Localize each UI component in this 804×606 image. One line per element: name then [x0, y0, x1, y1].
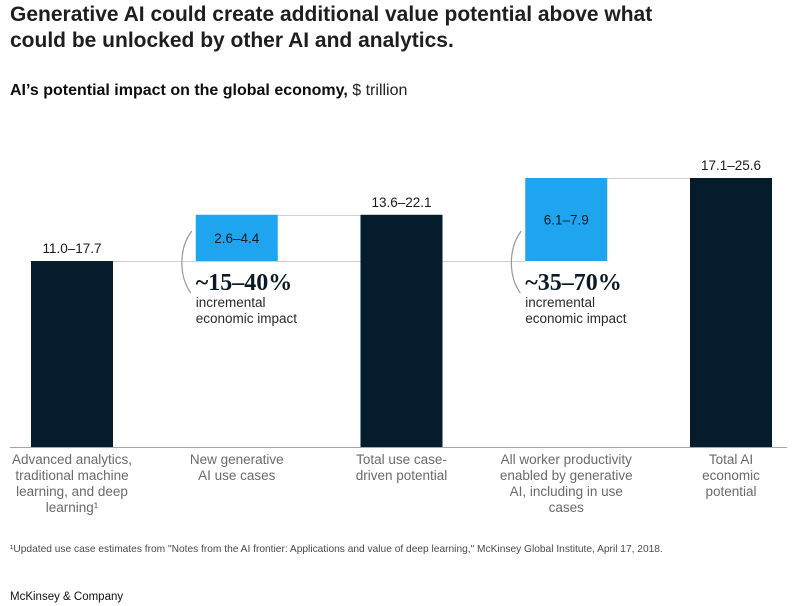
annotation-bracket [181, 230, 193, 294]
footnote: ¹Updated use case estimates from "Notes … [10, 544, 663, 555]
headline: Generative AI could create additional va… [10, 3, 653, 52]
total-bar [31, 261, 113, 447]
category-label: Advanced analytics, traditional machine … [11, 452, 133, 515]
total-bar [690, 178, 772, 447]
impact-annotation: ~35–70%incremental economic impact [525, 271, 645, 327]
impact-description: incremental economic impact [195, 295, 298, 326]
total-bar [360, 214, 443, 447]
unit-label: $ trillion [352, 82, 408, 99]
chart-title: AI’s potential impact on the global econ… [10, 82, 348, 99]
annotation-bracket [510, 230, 522, 294]
brand-name: McKinsey & Company [10, 591, 124, 603]
annotation-brackets [181, 230, 522, 294]
impact-percentage: ~15–40% [195, 270, 293, 296]
value-labels: 11.0–17.7 2.6–4.4 13.6–22.1 6.1–7.9 17.1–25.… [42, 158, 761, 256]
chart-subtitle: AI’s potential impact on the global econ… [10, 81, 407, 101]
value-label: 17.1–25.6 [701, 158, 761, 173]
category-label: Total use case-driven potential [355, 452, 448, 483]
value-label: 13.6–22.1 [371, 195, 431, 210]
impact-description: incremental economic impact [525, 295, 627, 326]
value-label: 2.6–4.4 [214, 231, 260, 246]
value-label: 11.0–17.7 [42, 241, 101, 256]
category-label: New generative AI use cases [189, 452, 284, 483]
incremental-bar [525, 178, 608, 262]
incremental-bar [195, 214, 278, 262]
connector-lines [113, 178, 690, 262]
category-label: All worker productivity enabled by gener… [499, 452, 633, 515]
value-label: 6.1–7.9 [544, 213, 589, 228]
impact-percentage: ~35–70% [525, 270, 622, 296]
impact-annotation: ~15–40%incremental economic impact [196, 271, 316, 327]
category-label: Total AI economic potential [702, 452, 760, 499]
bars [31, 178, 772, 447]
